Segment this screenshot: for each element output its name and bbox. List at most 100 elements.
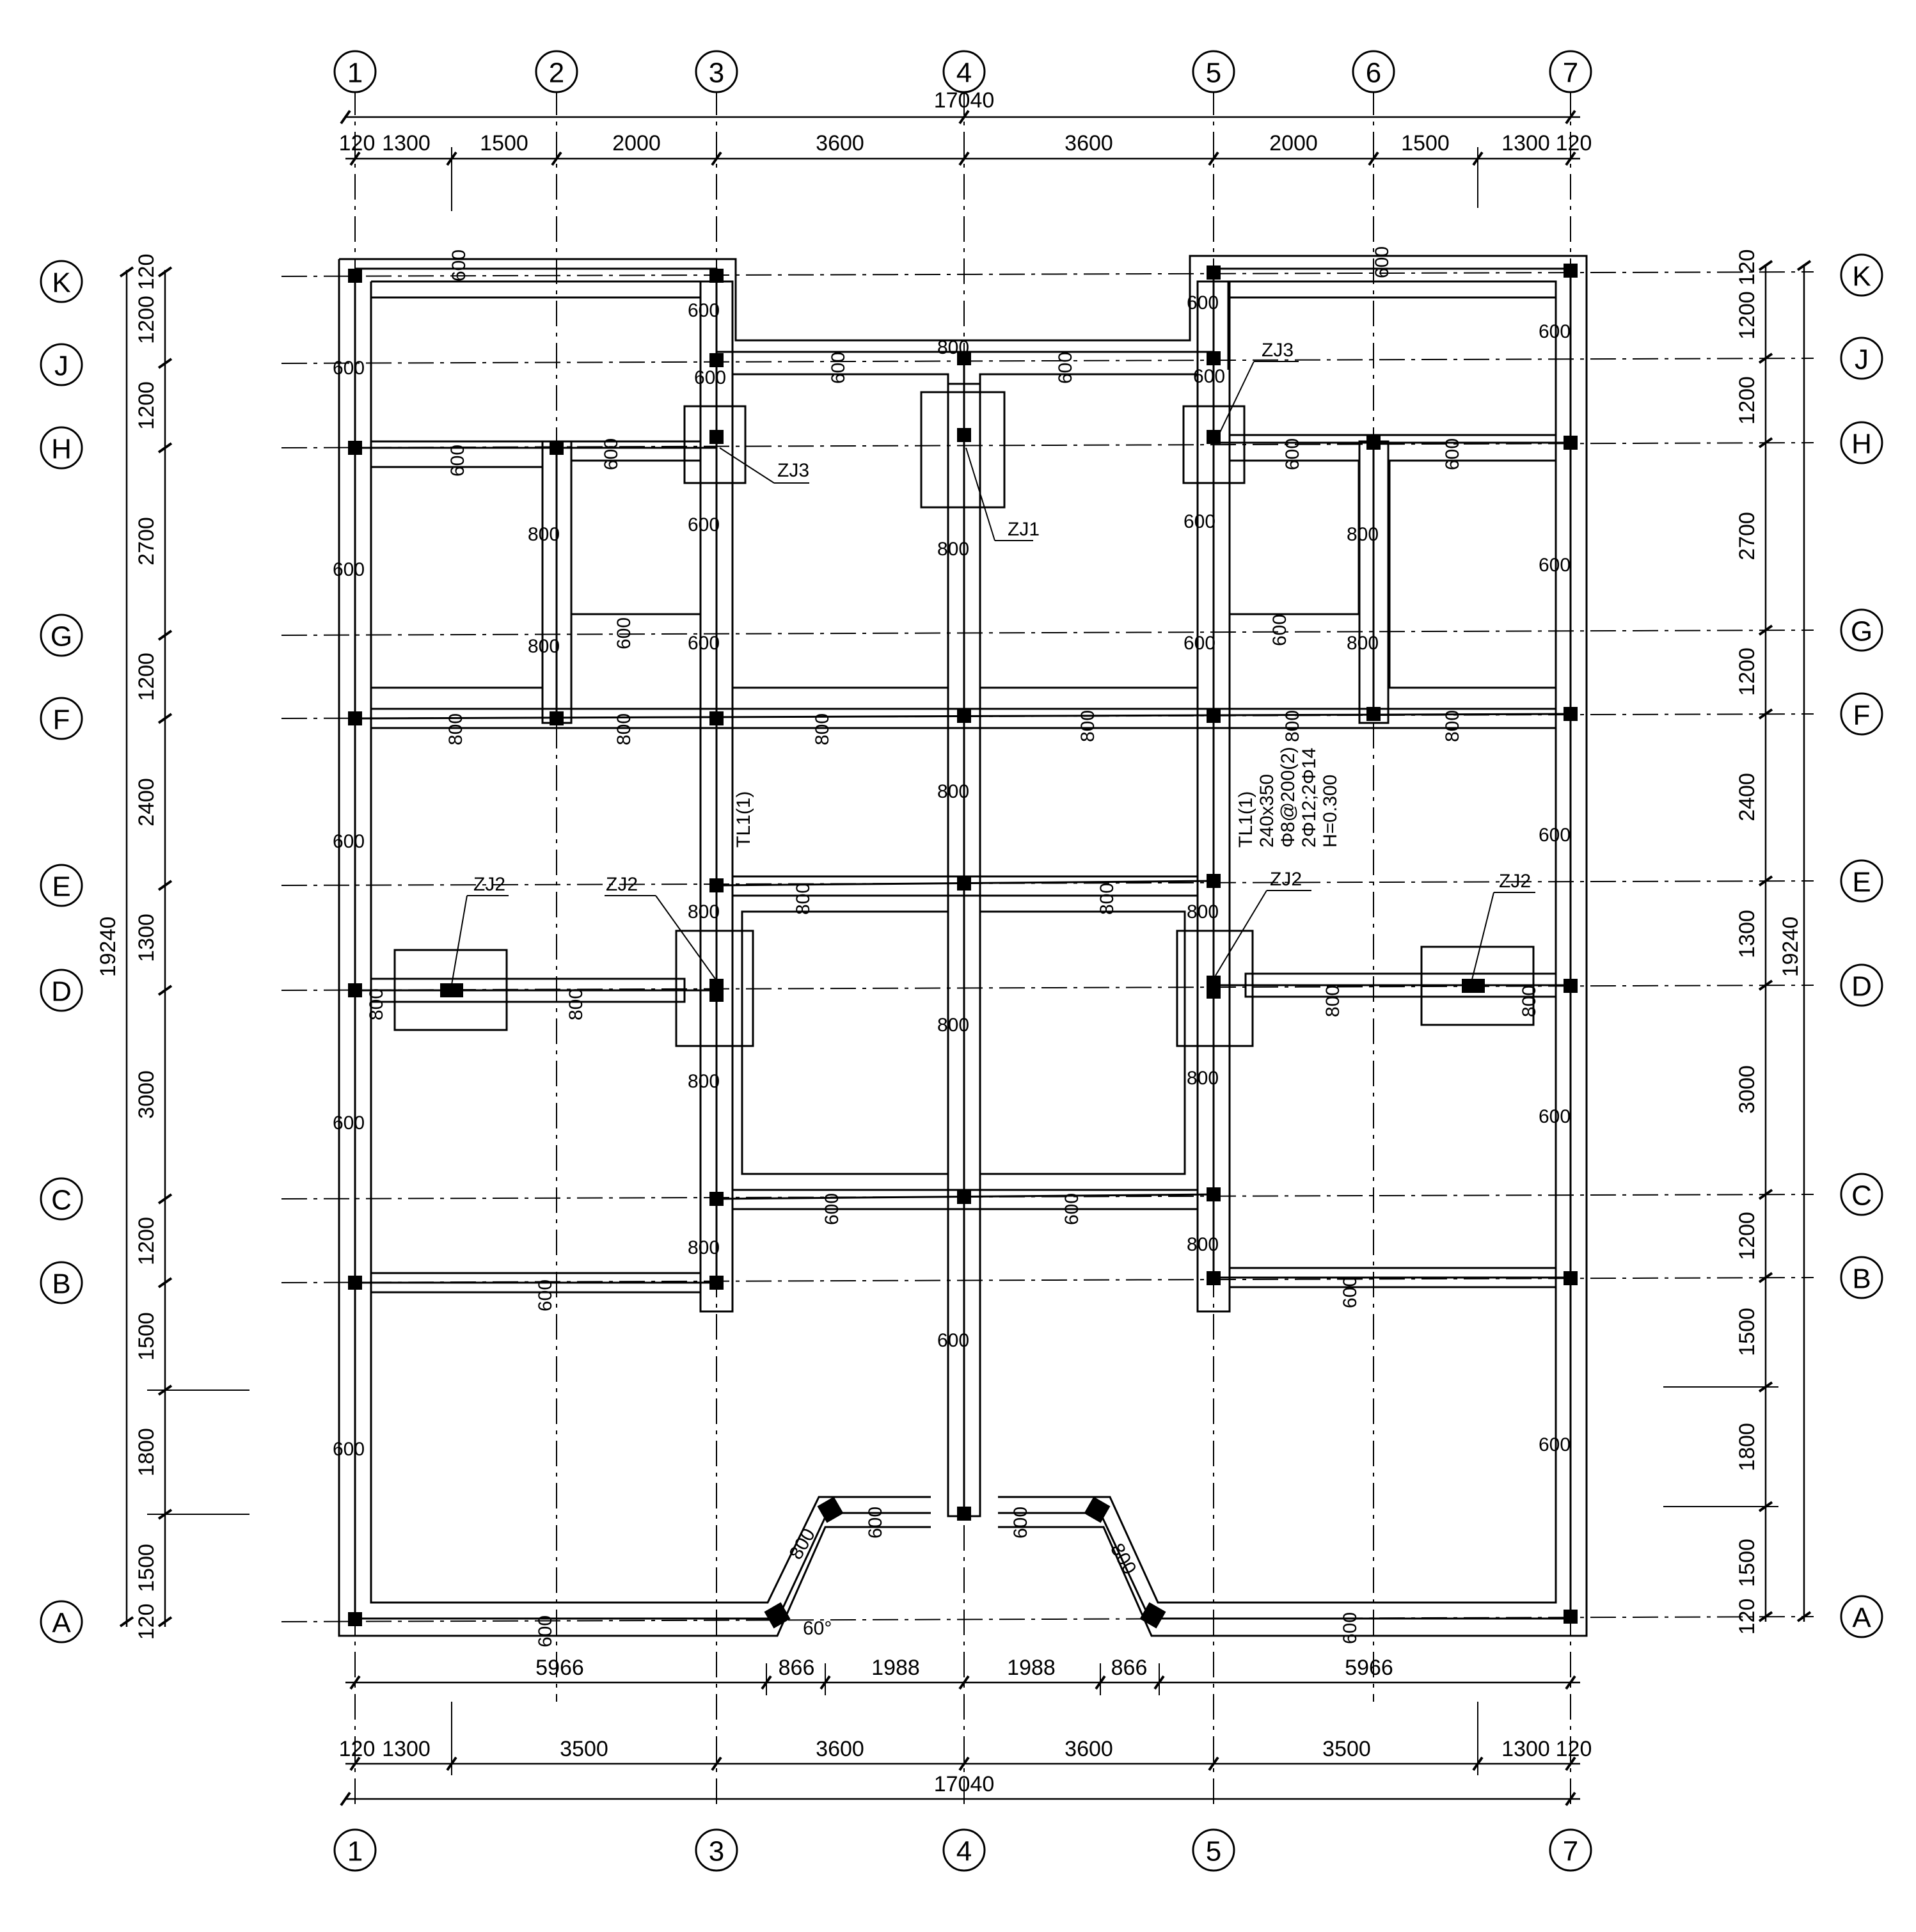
axis-bubble-top: 6 <box>1366 58 1381 89</box>
dim-right-seg: 1200 <box>1735 647 1759 696</box>
width-label: 600 <box>1184 633 1215 654</box>
dim-top-seg: 2000 <box>612 131 661 155</box>
width-label: 600 <box>448 249 470 281</box>
tag-zj3: ZJ3 <box>1262 340 1294 361</box>
width-label: 600 <box>333 358 365 379</box>
width-label: 800 <box>1077 710 1098 742</box>
axis-bubble-left: J <box>54 351 68 382</box>
width-label: 800 <box>1347 633 1379 654</box>
width-label: 600 <box>333 831 365 852</box>
width-label: 800 <box>812 713 833 745</box>
tag-zj1: ZJ1 <box>1008 519 1040 540</box>
dim-left-total: 19240 <box>96 917 120 978</box>
axis-bubble-right: D <box>1851 971 1872 1002</box>
axis-bubble-left: C <box>51 1185 72 1216</box>
pad-footings <box>393 391 1535 1047</box>
dim-top-seg: 1500 <box>480 131 528 155</box>
width-label: 600 <box>333 1112 365 1134</box>
dim-top-seg: 3600 <box>816 131 864 155</box>
width-label: 800 <box>688 1071 720 1092</box>
width-label: 800 <box>1322 985 1343 1017</box>
dim-bottom-row2: 3600 <box>1065 1737 1113 1761</box>
beam-note-line4: 2Φ12;2Φ14 <box>1299 748 1320 848</box>
beam-note-line1: TL1(1) <box>1235 791 1256 848</box>
axis-bubbles-right: K J H G F E D C B A <box>1840 253 1883 1638</box>
axis-bubble-top: 3 <box>709 58 724 89</box>
tag-zj2: ZJ2 <box>473 874 505 895</box>
tag-zj2: ZJ2 <box>1270 869 1302 890</box>
dim-bottom-row1: 5966 <box>1345 1656 1393 1680</box>
width-label: 600 <box>821 1193 843 1225</box>
width-label: 600 <box>535 1279 556 1311</box>
dim-top-seg: 1300 <box>382 131 431 155</box>
dim-left-seg: 2400 <box>134 778 159 827</box>
axis-bubble-top: 2 <box>549 58 564 89</box>
axis-bubble-right: J <box>1855 344 1869 376</box>
dim-left-seg: 3000 <box>134 1070 159 1119</box>
width-label: 800 <box>937 539 969 560</box>
dim-bottom-row2: 1300 <box>1501 1737 1550 1761</box>
width-label: 800 <box>366 988 387 1020</box>
axis-bubble-right: C <box>1851 1180 1872 1212</box>
dim-bottom-row2: 3600 <box>816 1737 864 1761</box>
axis-bubble-left: H <box>51 434 72 465</box>
dim-bottom-total: 17040 <box>934 1772 995 1796</box>
axis-bubble-top: 4 <box>956 58 972 89</box>
axis-bubble-left: K <box>52 267 70 299</box>
width-label: 800 <box>1347 524 1379 545</box>
dim-top-seg: 3600 <box>1065 131 1113 155</box>
axis-bubbles-left: K J H G F E D C B A <box>40 260 83 1643</box>
tag-zj2: ZJ2 <box>606 874 638 895</box>
axis-bubble-left: F <box>53 704 70 736</box>
width-label: 600 <box>1539 1106 1571 1127</box>
width-label: 600 <box>1269 614 1290 646</box>
dim-right-seg: 1200 <box>1735 291 1759 340</box>
dim-bottom-row1: 866 <box>779 1656 815 1680</box>
dim-left-seg: 1200 <box>134 381 159 430</box>
dim-bottom-row1: 1988 <box>1007 1656 1056 1680</box>
axis-bubble-left: G <box>51 621 72 653</box>
dim-left-seg: 120 <box>134 254 159 290</box>
dim-bottom-row1: 5966 <box>535 1656 584 1680</box>
width-label: 600 <box>865 1507 886 1539</box>
width-label: 800 <box>1519 985 1540 1017</box>
footing-tags: ZJ1 ZJ3 ZJ3 ZJ2 ZJ2 ZJ2 ZJ2 TL1(1) 60° <box>450 340 1535 1639</box>
dim-right-seg: 1800 <box>1735 1423 1759 1471</box>
beam-note-line2: 240x350 <box>1256 774 1278 848</box>
width-label: 600 <box>1539 555 1571 576</box>
dim-bottom-row1: 1988 <box>871 1656 920 1680</box>
axis-bubble-bottom: 7 <box>1563 1836 1578 1867</box>
width-label: 800 <box>614 713 635 745</box>
dim-left-seg: 1500 <box>134 1312 159 1361</box>
dim-right-seg: 2400 <box>1735 773 1759 821</box>
width-label: 600 <box>1193 366 1225 387</box>
beam-note-line5: H=0.300 <box>1320 775 1341 848</box>
tag-tl1: TL1(1) <box>733 791 754 848</box>
width-label: 600 <box>688 633 720 654</box>
dim-bottom-row2: 1300 <box>382 1737 431 1761</box>
width-label: 800 <box>937 781 969 802</box>
axis-bubble-right: A <box>1852 1603 1871 1634</box>
width-label: 800 <box>937 1015 969 1036</box>
width-label: 600 <box>828 352 849 384</box>
beam-note: TL1(1) 240x350 Φ8@200(2) 2Φ12;2Φ14 H=0.3… <box>1235 747 1341 848</box>
width-label: 800 <box>528 636 560 657</box>
width-label: 600 <box>1055 352 1076 384</box>
width-labels: 600 600 600 600 600 600 600 600 600 600 … <box>333 246 1571 1647</box>
width-label: 600 <box>1539 1434 1571 1455</box>
dim-left-seg: 1800 <box>134 1428 159 1477</box>
width-label: 600 <box>535 1615 556 1647</box>
width-label: 600 <box>937 1330 969 1351</box>
width-label: 600 <box>1184 511 1215 532</box>
tag-zj3: ZJ3 <box>777 460 809 481</box>
dim-bottom-row2: 120 <box>339 1737 376 1761</box>
dim-top-seg: 1300 <box>1501 131 1550 155</box>
width-label: 600 <box>1061 1193 1082 1225</box>
dim-left-seg: 1200 <box>134 1217 159 1265</box>
dim-left-seg: 2700 <box>134 517 159 566</box>
dim-left-seg: 1200 <box>134 653 159 701</box>
width-label: 600 <box>1539 321 1571 342</box>
width-label: 600 <box>694 367 726 388</box>
width-label: 800 <box>1442 710 1463 742</box>
width-label: 600 <box>333 1439 365 1460</box>
